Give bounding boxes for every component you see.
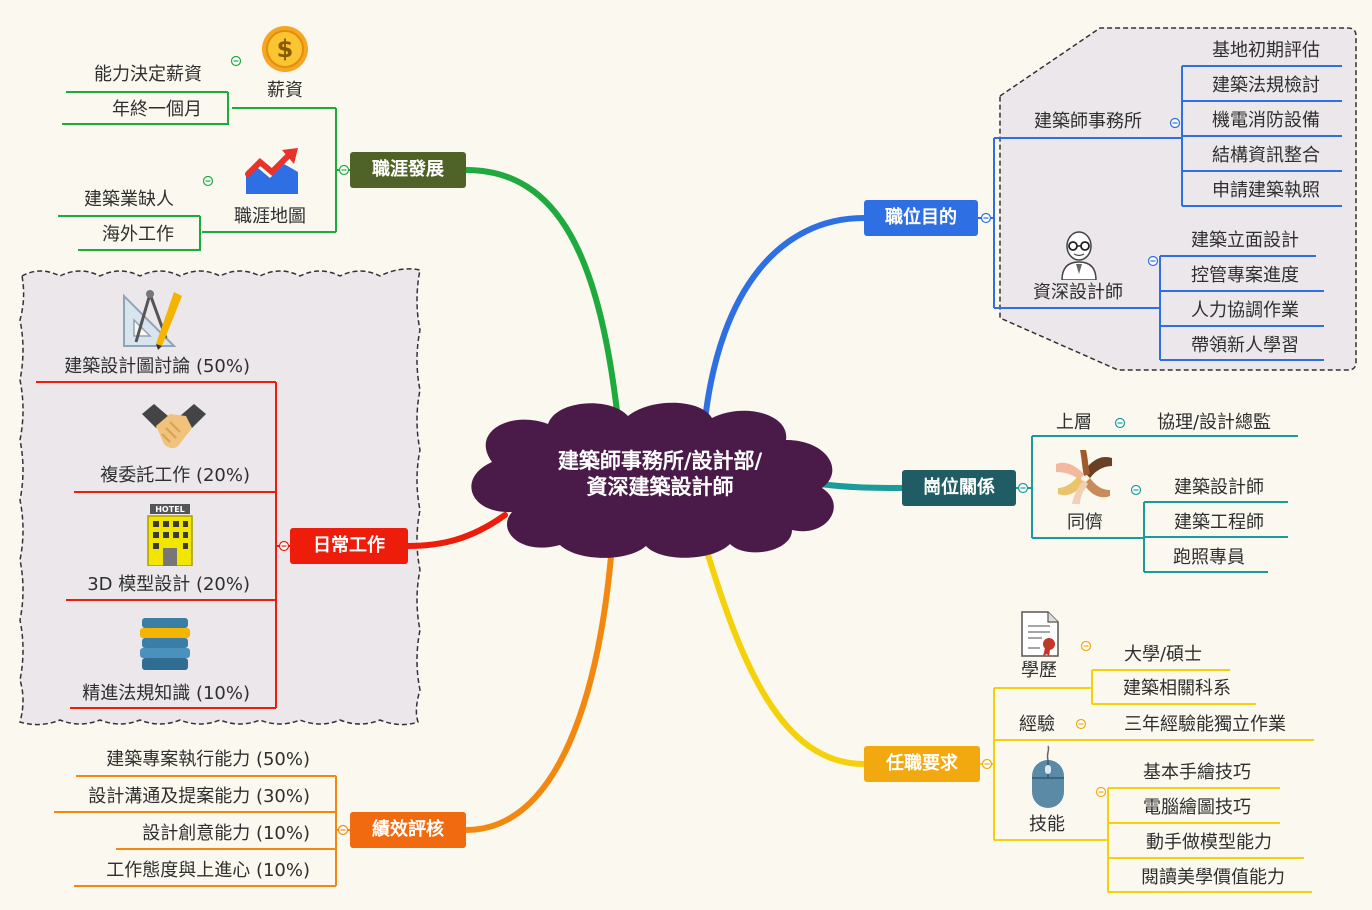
handshake-icon [142,404,206,449]
daily-item-1[interactable]: 建築設計圖討論 (50%) [64,356,250,377]
requirement-education-item-1[interactable]: 大學/碩士 [1123,644,1203,665]
requirement-skills[interactable]: 技能 [1029,814,1065,835]
performance-item-2[interactable]: 設計溝通及提案能力 (30%) [88,786,310,807]
senior-designer-avatar-icon [1061,231,1097,280]
requirement-skills-item-1[interactable]: 基本手繪技巧 [1143,762,1251,783]
dollar-coin-icon: $ [262,26,308,72]
collapse-marker-dashes [205,60,1178,831]
career-map[interactable]: 職涯地圖 [234,206,306,227]
daily-item-3[interactable]: 3D 模型設計 (20%) [87,574,250,595]
growth-chart-icon [245,148,298,194]
relation-peer-item-2[interactable]: 建築工程師 [1174,512,1264,533]
purpose-connectors [978,65,1342,361]
purpose-boundary [999,27,1357,371]
performance-branch-curve [463,542,615,833]
performance-item-3[interactable]: 設計創意能力 (10%) [142,823,310,844]
relation-upper-value[interactable]: 協理/設計總監 [1156,412,1272,433]
books-stack-icon [140,618,190,670]
purpose-office-item-4[interactable]: 結構資訊整合 [1212,145,1320,166]
computer-mouse-icon [1032,745,1064,808]
purpose-office-item-2[interactable]: 建築法規檢討 [1212,75,1320,96]
requirement-experience[interactable]: 經驗 [1019,714,1055,735]
central-topic-line2: 資深建築設計師 [586,475,734,499]
career-salary-item-1[interactable]: 能力決定薪資 [94,64,202,85]
collapse-markers [202,55,1181,836]
purpose-senior-item-2[interactable]: 控管專案進度 [1191,265,1299,286]
performance-item-1[interactable]: 建築專案執行能力 (50%) [106,749,310,770]
daily-branch-curve [405,512,508,549]
purpose-office-item-5[interactable]: 申請建築執照 [1212,180,1320,201]
relation-upper[interactable]: 上層 [1056,412,1092,433]
hotel-building-icon: HOTEL [147,504,193,566]
branch-career[interactable]: 職涯發展 [350,152,466,188]
purpose-senior-item-4[interactable]: 帶領新人學習 [1191,335,1299,356]
branch-performance[interactable]: 績效評核 [350,812,466,848]
career-map-item-1[interactable]: 建築業缺人 [84,189,174,210]
hotel-sign-text: HOTEL [155,505,185,514]
requirement-skills-item-4[interactable]: 閱讀美學價值能力 [1141,867,1285,888]
drafting-tools-icon [123,290,182,350]
branch-purpose[interactable]: 職位目的 [864,200,978,236]
daily-item-2[interactable]: 複委託工作 (20%) [100,465,250,486]
requirement-skills-item-2[interactable]: 電腦繪圖技巧 [1143,797,1251,818]
svg-text:$: $ [277,35,294,63]
branch-relation[interactable]: 崗位關係 [902,470,1016,506]
branch-daily[interactable]: 日常工作 [290,528,408,564]
purpose-senior-item-1[interactable]: 建築立面設計 [1191,230,1299,251]
career-salary[interactable]: 薪資 [267,80,303,101]
purpose-branch-curve [702,215,867,423]
performance-item-4[interactable]: 工作態度與上進心 (10%) [106,860,310,881]
requirement-education[interactable]: 學歷 [1021,660,1057,681]
relation-branch-curve [817,481,905,491]
requirement-branch-curve [702,542,867,767]
central-cloud [471,402,834,558]
relation-peer-item-3[interactable]: 跑照專員 [1173,547,1245,568]
career-map-item-2[interactable]: 海外工作 [102,224,174,245]
career-branch-curve [463,167,621,423]
purpose-office-item-3[interactable]: 機電消防設備 [1212,110,1320,131]
purpose-office-item-1[interactable]: 基地初期評估 [1212,40,1320,61]
requirement-skills-item-3[interactable]: 動手做模型能力 [1146,832,1272,853]
daily-work-boundary [19,268,421,726]
purpose-senior[interactable]: 資深設計師 [1033,282,1123,303]
requirement-education-item-2[interactable]: 建築相關科系 [1123,678,1231,699]
diploma-certificate-icon [1021,611,1059,657]
requirement-experience-value[interactable]: 三年經驗能獨立作業 [1124,714,1286,735]
daily-item-4[interactable]: 精進法規知識 (10%) [82,683,250,704]
central-topic[interactable]: 建築師事務所/設計部/ 資深建築設計師 [520,448,800,500]
branch-requirement[interactable]: 任職要求 [864,746,980,782]
relation-peer[interactable]: 同儕 [1067,512,1103,533]
hands-stack-icon [1056,450,1112,504]
requirement-connectors [980,669,1314,893]
career-salary-item-2[interactable]: 年終一個月 [112,99,202,120]
central-topic-line1: 建築師事務所/設計部/ [557,449,763,473]
relation-peer-item-1[interactable]: 建築設計師 [1174,477,1264,498]
purpose-office[interactable]: 建築師事務所 [1034,111,1142,132]
purpose-senior-item-3[interactable]: 人力協調作業 [1191,300,1299,321]
